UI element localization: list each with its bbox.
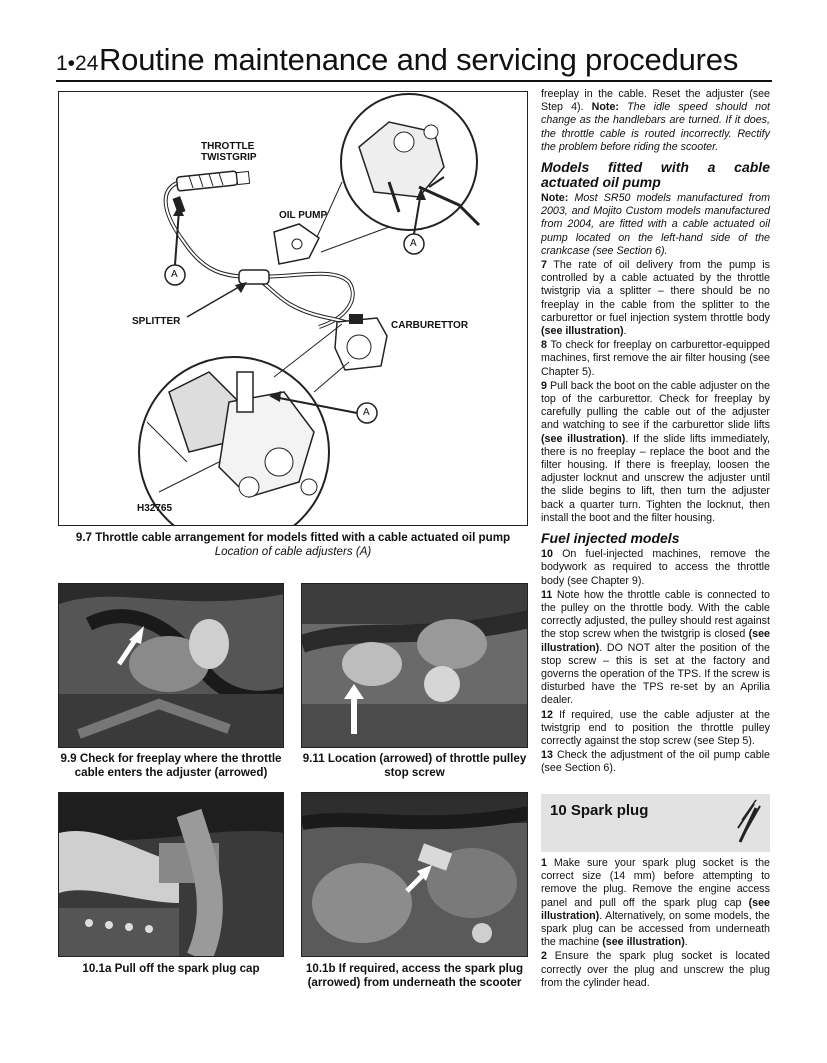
label-throttle-twistgrip-2: TWISTGRIP — [201, 152, 257, 163]
page-title: Routine maintenance and servicing proced… — [99, 42, 739, 77]
label-throttle-twistgrip-1: THROTTLE — [201, 141, 255, 152]
throttle-cable-diagram: THROTTLE TWISTGRIP OIL PUMP SPLITTER CAR… — [58, 91, 528, 526]
photo-caption-10-1a: 10.1a Pull off the spark plug cap — [82, 962, 260, 975]
section-header-spark-plug: 10 Spark plug — [541, 794, 770, 852]
photo-9-11-image — [302, 584, 527, 747]
step-13: 13 Check the adjustment of the oil pump … — [541, 749, 770, 775]
photo-9-11 — [301, 583, 528, 748]
difficulty-spanner-icon — [737, 799, 761, 843]
section-title: 10 Spark plug — [550, 802, 649, 819]
adjuster-label-a-3: A — [363, 407, 370, 418]
adjuster-label-a-1: A — [410, 238, 417, 249]
figure-caption-9-7: 9.7 Throttle cable arrangement for model… — [58, 531, 528, 559]
label-splitter: SPLITTER — [132, 316, 181, 327]
step-7: 7 The rate of oil delivery from the pump… — [541, 259, 770, 338]
photo-caption-9-9: 9.9 Check for freeplay where the throttl… — [60, 752, 282, 779]
adjuster-label-a-2: A — [171, 269, 178, 280]
caption-text: 9.7 Throttle cable arrangement for model… — [75, 531, 511, 544]
text-column-lower: 1 Make sure your spark plug socket is th… — [541, 857, 770, 991]
spark-step-2: 2 Ensure the spark plug socket is locate… — [541, 950, 770, 989]
photo-9-9 — [58, 583, 284, 748]
step-11: 11 Note how the throttle cable is connec… — [541, 588, 770, 707]
photo-10-1a-image — [59, 793, 283, 956]
step-10: 10 On fuel-injected machines, remove the… — [541, 548, 770, 587]
photo-10-1a — [58, 792, 284, 957]
photo-10-1b — [301, 792, 528, 957]
text-column-upper: freeplay in the cable. Reset the adjuste… — [541, 88, 770, 777]
paragraph-intro: freeplay in the cable. Reset the adjuste… — [541, 88, 770, 153]
photo-10-1b-image — [302, 793, 527, 956]
step-8: 8 To check for freeplay on carburettor-e… — [541, 339, 770, 378]
label-carburettor: CARBURETTOR — [391, 320, 469, 331]
page-header: 1•24 Routine maintenance and servicing p… — [56, 40, 772, 84]
step-12: 12 If required, use the cable adjuster a… — [541, 708, 770, 747]
caption-subtext: Location of cable adjusters (A) — [214, 545, 372, 558]
heading-fuel-injected: Fuel injected models — [541, 530, 680, 547]
photo-caption-10-1b: 10.1b If required, access the spark plug… — [305, 962, 524, 989]
page-number: 1•24 — [56, 52, 99, 75]
paragraph-note-oil: Note: Most SR50 models manufactured from… — [541, 192, 770, 257]
photo-caption-9-11: 9.11 Location (arrowed) of throttle pull… — [302, 752, 527, 779]
label-oil-pump: OIL PUMP — [279, 210, 328, 221]
diagram-drawing — [138, 93, 481, 525]
spark-step-1: 1 Make sure your spark plug socket is th… — [541, 857, 770, 949]
step-9: 9 Pull back the boot on the cable adjust… — [541, 379, 770, 524]
header-rule — [56, 80, 772, 82]
diagram-reference-code: H32765 — [137, 503, 173, 514]
photo-9-9-image — [59, 584, 283, 747]
heading-oil-pump-models: Models fitted with a cable actuated oil … — [541, 159, 770, 191]
